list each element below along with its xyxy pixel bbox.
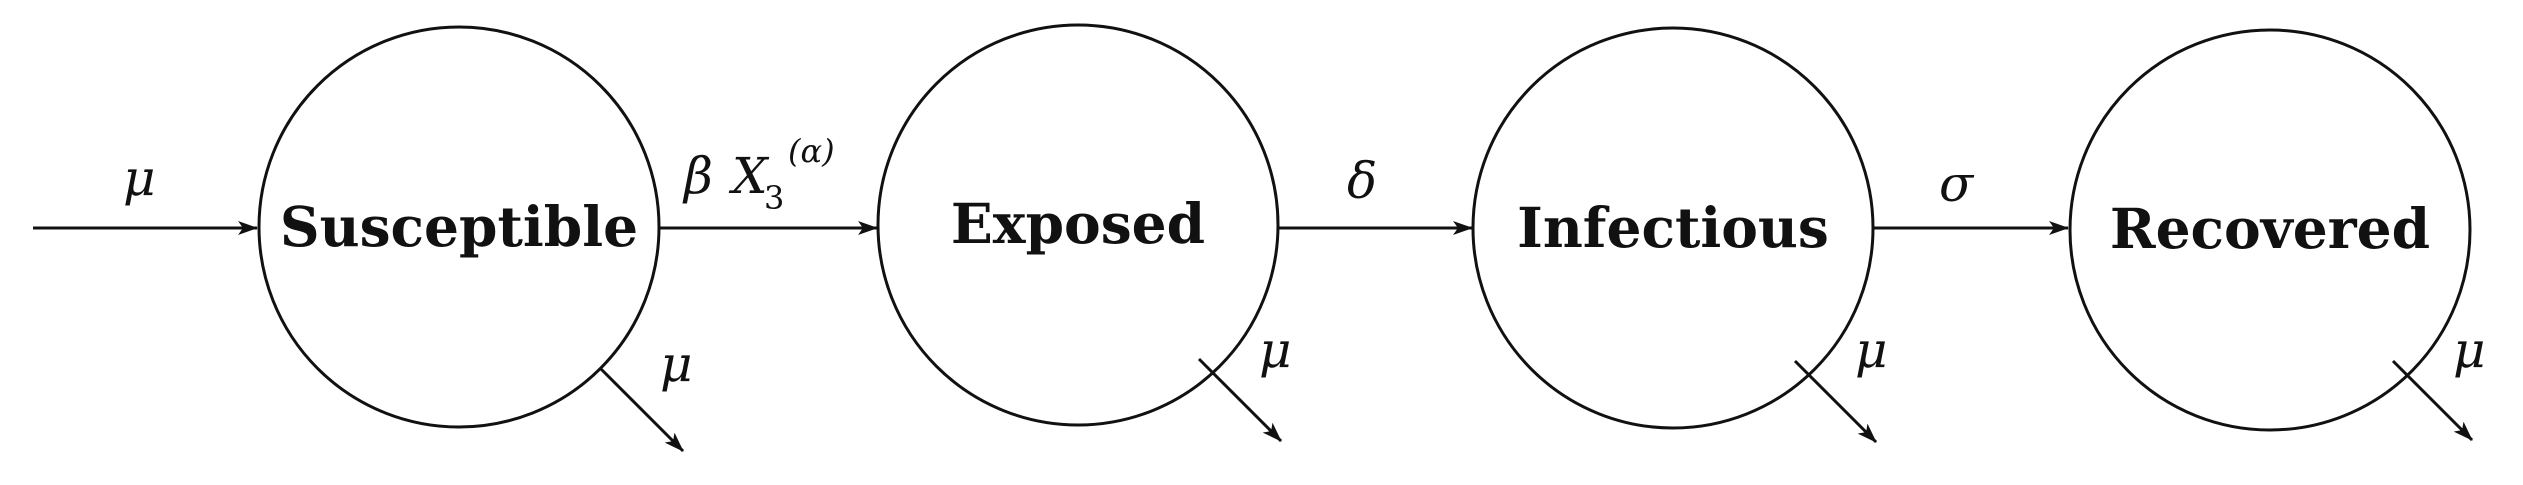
infection-rate-superscript: (α)	[788, 132, 835, 170]
death-edge-infectious	[1793, 359, 1878, 444]
death-rate-infectious-label: μ	[1855, 321, 1888, 379]
incubation-rate-label: δ	[1347, 152, 1377, 210]
node-infectious: Infectious	[1471, 26, 1875, 430]
recovered-label: Recovered	[2110, 196, 2430, 261]
death-rate-recovered-label: μ	[2453, 321, 2486, 379]
exposed-label: Exposed	[951, 191, 1205, 256]
susceptible-label: Susceptible	[280, 194, 638, 259]
death-rate-susceptible-label: μ	[660, 335, 693, 393]
exposed-circle	[876, 23, 1280, 427]
infection-rate-x: X	[728, 147, 770, 205]
death-edge-recovered	[2391, 359, 2474, 442]
node-susceptible: Susceptible	[257, 25, 661, 429]
infectious-label: Infectious	[1517, 195, 1829, 260]
infection-rate-label: β X 3 (α)	[682, 132, 835, 217]
infection-rate-beta: β	[682, 147, 713, 205]
birth-rate-label: μ	[123, 149, 156, 207]
death-edge-susceptible	[599, 367, 685, 453]
infection-rate-subscript: 3	[764, 179, 784, 217]
node-exposed: Exposed	[876, 23, 1280, 427]
death-rate-exposed-label: μ	[1259, 321, 1292, 379]
recovery-rate-label: σ	[1939, 155, 1975, 213]
death-edge-exposed	[1197, 357, 1283, 443]
node-recovered: Recovered	[2068, 28, 2472, 432]
recovered-circle	[2068, 28, 2472, 432]
